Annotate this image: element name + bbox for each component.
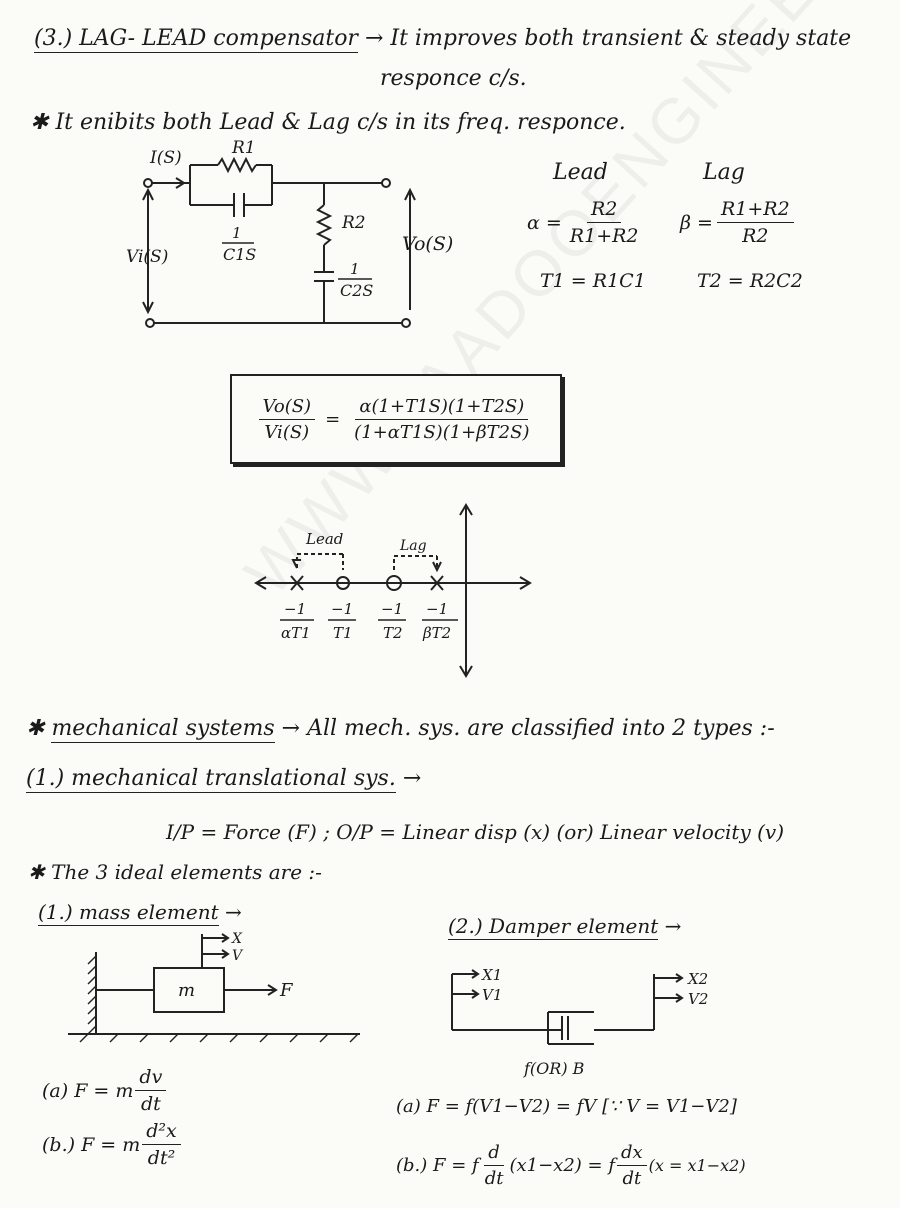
lead-pole-icon: [290, 575, 304, 591]
pz-label-4-num: −1: [426, 600, 448, 618]
lead-bracket-label: Lead: [305, 530, 343, 548]
f-label: F: [279, 980, 294, 1001]
beta-den: R2: [742, 225, 769, 247]
damper-eq-b-mid: (x1−x2) = f: [509, 1155, 615, 1176]
tf-lhs-num: Vo(S): [258, 396, 316, 420]
translational-heading-row: (1.) mechanical translational sys. →: [26, 766, 422, 793]
ideal-elements-row: ✱ The 3 ideal elements are :-: [28, 860, 322, 884]
asterisk-icon: ✱: [30, 110, 56, 135]
tf-rhs-num: α(1+T1S)(1+T2S): [355, 396, 529, 420]
arrow-right-icon: →: [402, 766, 422, 791]
lag-lead-heading: (3.) LAG- LEAD compensator: [34, 26, 358, 53]
arrow-right-icon: →: [658, 914, 682, 938]
mass-eq-b-den: dt²: [147, 1147, 176, 1169]
alpha-lhs: α =: [527, 211, 562, 234]
beta-lhs: β =: [680, 211, 713, 234]
tf-equals: =: [325, 408, 341, 430]
vout-label: Vo(S): [402, 233, 453, 255]
damper-label: f(OR) B: [523, 1059, 585, 1078]
vin-label: Vi(S): [126, 247, 168, 267]
exhibits-text: It enibits both Lead & Lag c/s in its fr…: [55, 110, 626, 135]
damper-eq-b-den: dt: [484, 1168, 504, 1189]
tf-lhs-den: Vi(S): [264, 421, 310, 443]
damper-element-title: (2.) Damper element: [448, 914, 659, 940]
lag-lead-circuit: I(S) R1 1 C1S R2 1 C2S Vi(S) Vo(S): [126, 138, 453, 328]
translational-heading: (1.) mechanical translational sys.: [26, 766, 396, 793]
lead-title: Lead: [553, 160, 608, 185]
mechanical-heading-row: ✱ mechanical systems → All mech. sys. ar…: [26, 716, 775, 743]
r1-resistor-icon: [217, 156, 257, 174]
mechanical-heading: mechanical systems: [51, 716, 275, 743]
lag-pole-icon: [430, 575, 444, 591]
c2-den: C2S: [340, 281, 373, 300]
x2-label: X2: [687, 970, 708, 988]
lag-bracket-label: Lag: [399, 538, 427, 554]
mass-eq-a-lhs: (a) F = m: [42, 1079, 134, 1102]
exhibits-line: ✱ It enibits both Lead & Lag c/s in its …: [30, 110, 626, 135]
alpha-num: R2: [586, 198, 622, 223]
mass-element-title: (1.) mass element: [38, 900, 219, 926]
arrow-right-icon: →: [218, 900, 242, 924]
mass-eq-a-num: dv: [135, 1066, 167, 1091]
r2-label: R2: [341, 213, 366, 233]
tf-rhs-den: (1+αT1S)(1+βT2S): [354, 421, 530, 443]
v1-label: V1: [482, 986, 502, 1004]
damper-eq-b-den2: dt: [622, 1168, 642, 1189]
t2-formula: T2 = R2C2: [697, 270, 803, 292]
c2-num: 1: [350, 260, 360, 278]
mechanical-description: All mech. sys. are classified into 2 typ…: [307, 716, 775, 741]
lag-lead-description-cont: responce c/s.: [380, 66, 527, 91]
pz-label-2-den: T1: [333, 624, 353, 642]
pz-label-3-num: −1: [381, 600, 403, 618]
lag-lead-description: It improves both transient & steady stat…: [390, 26, 852, 51]
ideal-elements-text: The 3 ideal elements are :-: [51, 860, 322, 884]
current-label: I(S): [149, 148, 182, 168]
pole-zero-plot: Lead Lag −1 αT1 −1 T1 −1 T2 −1 βT2: [254, 503, 532, 678]
r1-label: R1: [231, 138, 256, 158]
r2-resistor-icon: [315, 204, 333, 246]
x1-label: X1: [481, 966, 502, 984]
lead-zero-icon: [336, 576, 350, 590]
c1-den: C1S: [223, 245, 256, 264]
asterisk-icon: ✱: [26, 716, 52, 741]
m-label: m: [178, 980, 195, 1001]
damper-eq-b-num2: dx: [616, 1142, 647, 1166]
damper-eq-a: (a) F = f(V1−V2) = fV [∵ V = V1−V2]: [396, 1096, 737, 1117]
alpha-den: R1+R2: [569, 225, 639, 247]
mass-element-heading: (1.) mass element →: [38, 900, 242, 926]
pz-label-1-den: αT1: [281, 624, 311, 642]
damper-eq-b-num: d: [484, 1142, 504, 1166]
lag-title: Lag: [703, 160, 745, 185]
pz-label-1-num: −1: [284, 600, 306, 618]
t1-formula: T1 = R1C1: [540, 270, 646, 292]
x-label: X: [231, 931, 243, 947]
pz-label-2-num: −1: [331, 600, 353, 618]
mass-eq-b-lhs: (b.) F = m: [42, 1133, 141, 1156]
arrow-right-icon: →: [364, 26, 391, 51]
lag-lead-heading-row: (3.) LAG- LEAD compensator → It improves…: [34, 26, 852, 53]
io-definition: I/P = Force (F) ; O/P = Linear disp (x) …: [166, 820, 785, 844]
damper-element-diagram: X1 V1 X2 V2 f(OR) B: [451, 966, 708, 1078]
asterisk-icon: ✱: [28, 860, 52, 884]
pz-label-4-den: βT2: [422, 624, 451, 642]
mass-eq-b-num: d²x: [142, 1120, 181, 1145]
lag-zero-icon: [386, 575, 402, 591]
c1-num: 1: [232, 224, 242, 242]
damper-eq-b-rhs: (x = x1−x2): [648, 1156, 746, 1175]
pz-label-3-den: T2: [383, 624, 403, 642]
mass-eq-a-den: dt: [140, 1093, 161, 1115]
beta-num: R1+R2: [716, 198, 794, 223]
transfer-function-box: Vo(S)Vi(S) = α(1+T1S)(1+T2S)(1+αT1S)(1+β…: [230, 374, 562, 464]
v-label: V: [232, 948, 244, 964]
arrow-right-icon: →: [281, 716, 308, 741]
mass-element-diagram: X V m F: [68, 931, 360, 1043]
damper-eq-b-lhs: (b.) F = f: [396, 1155, 479, 1176]
damper-element-heading: (2.) Damper element →: [448, 914, 682, 940]
v2-label: V2: [688, 990, 708, 1008]
